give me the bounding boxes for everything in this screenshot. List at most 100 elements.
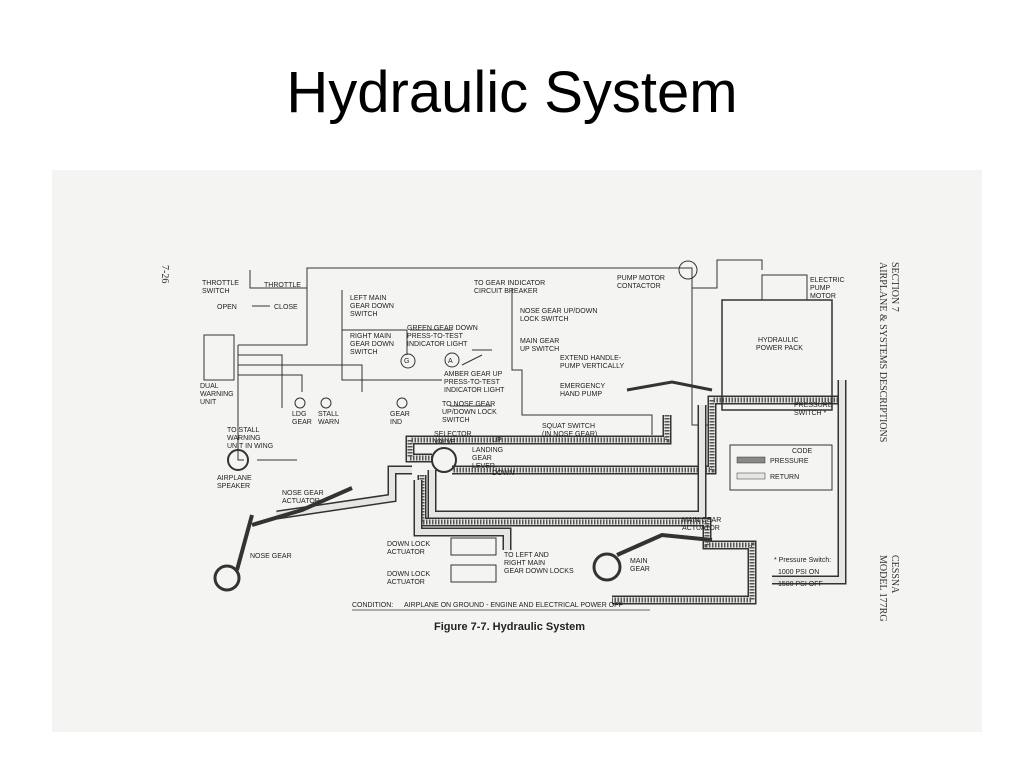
nose-gear-strut	[235, 514, 254, 571]
label-airplane-speaker-2: SPEAKER	[217, 483, 250, 490]
label-left-main-2: GEAR DOWN	[350, 303, 394, 310]
label-up: UP	[492, 437, 502, 444]
airplane-speaker	[227, 449, 249, 471]
label-landing-gear-lever-2: GEAR	[472, 455, 492, 462]
main-gear-wheel	[592, 552, 622, 582]
label-stall-warn-2: WARN	[318, 419, 339, 426]
label-to-gear-indicator-2: CIRCUIT BREAKER	[474, 288, 538, 295]
label-amber-gear-3: INDICATOR LIGHT	[444, 387, 505, 394]
label-main-gear-up-1: MAIN GEAR	[520, 338, 559, 345]
label-close: CLOSE	[274, 304, 298, 311]
label-dual-warning-3: UNIT	[200, 399, 217, 406]
stall-warn-indicator	[320, 397, 332, 409]
label-open: OPEN	[217, 304, 237, 311]
pump-motor-contactor	[678, 260, 698, 280]
pressure-note-2: 1000 PSI ON	[778, 569, 819, 576]
side-make: CESSNA	[889, 555, 900, 594]
label-ldg-gear-1: LDG	[292, 411, 306, 418]
label-down-lock-actuator-2-a: DOWN LOCK	[387, 571, 431, 578]
label-green-gear-1: GREEN GEAR DOWN	[407, 325, 478, 332]
label-amber-gear-1: AMBER GEAR UP	[444, 371, 503, 378]
label-nose-gear: NOSE GEAR	[250, 553, 292, 560]
label-landing-gear-lever-1: LANDING	[472, 447, 503, 454]
ldg-gear-indicator	[294, 397, 306, 409]
label-green-gear-3: INDICATOR LIGHT	[407, 341, 468, 348]
label-to-stall-2: WARNING	[227, 435, 261, 442]
label-to-left-right-1: TO LEFT AND	[504, 552, 549, 559]
label-gear-ind-2: IND	[390, 419, 402, 426]
label-extend-handle-2: PUMP VERTICALLY	[560, 363, 625, 370]
label-squat-switch-1: SQUAT SWITCH	[542, 423, 595, 430]
label-airplane-speaker-1: AIRPLANE	[217, 475, 252, 482]
label-right-main-1: RIGHT MAIN	[350, 333, 391, 340]
label-selector-valve-2: VALVE	[434, 439, 456, 446]
label-down: DOWN	[492, 470, 514, 477]
labels: G A THROTTLE SWITCH THROTTLE OPEN CLOSE …	[200, 275, 845, 633]
label-extend-handle-1: EXTEND HANDLE-	[560, 355, 622, 362]
label-throttle-switch-1: THROTTLE	[202, 280, 239, 287]
electric-pump-motor	[761, 274, 808, 301]
label-down-lock-actuator-1-b: ACTUATOR	[387, 549, 425, 556]
figure-caption: Figure 7-7. Hydraulic System	[434, 621, 585, 633]
slide-title: Hydraulic System	[286, 60, 738, 125]
side-description: AIRPLANE & SYSTEMS DESCRIPTIONS	[877, 262, 888, 442]
label-main-gear-1: MAIN	[630, 558, 648, 565]
label-right-main-3: SWITCH	[350, 349, 378, 356]
down-lock-actuator-1	[450, 537, 497, 556]
label-main-gear-actuator-1: MAIN GEAR	[682, 517, 721, 524]
label-throttle-switch-2: SWITCH	[202, 288, 230, 295]
label-g: G	[404, 358, 409, 365]
nose-gear-actuator	[251, 486, 353, 527]
main-gear-actuator	[616, 532, 713, 557]
components	[203, 260, 833, 611]
label-throttle: THROTTLE	[264, 282, 301, 289]
label-down-lock-actuator-2-b: ACTUATOR	[387, 579, 425, 586]
label-a: A	[448, 358, 453, 365]
diagram-scan: G A THROTTLE SWITCH THROTTLE OPEN CLOSE …	[52, 170, 982, 732]
pressure-note-3: 1500 PSI OFF	[778, 581, 823, 588]
label-landing-gear-lever-3: LEVER	[472, 463, 495, 470]
hydraulic-power-pack	[721, 299, 833, 411]
emergency-hand-pump	[626, 380, 713, 392]
label-to-left-right-3: GEAR DOWN LOCKS	[504, 568, 574, 575]
legend-title: CODE	[792, 448, 813, 455]
label-right-main-2: GEAR DOWN	[350, 341, 394, 348]
label-main-gear-up-2: UP SWITCH	[520, 346, 559, 353]
label-to-nose-gear-3: SWITCH	[442, 417, 470, 424]
label-pressure-switch-2: SWITCH *	[794, 410, 827, 417]
gear-ind-indicator	[396, 397, 408, 409]
label-pressure-switch-1: PRESSURE	[794, 402, 833, 409]
dual-warning-unit	[203, 334, 235, 381]
label-nose-gear-lock-1: NOSE GEAR UP/DOWN	[520, 308, 597, 315]
condition-prefix: CONDITION:	[352, 602, 393, 609]
hydraulic-lines	[276, 380, 847, 605]
side-model: MODEL 177RG	[877, 555, 888, 622]
label-amber-gear-2: PRESS-TO-TEST	[444, 379, 501, 386]
selector-valve	[431, 447, 457, 473]
label-hydraulic-power-pack-1: HYDRAULIC	[758, 337, 798, 344]
side-section: SECTION 7	[889, 262, 900, 312]
label-green-gear-2: PRESS-TO-TEST	[407, 333, 464, 340]
label-pump-motor-contactor-2: CONTACTOR	[617, 283, 661, 290]
label-nose-gear-lock-2: LOCK SWITCH	[520, 316, 569, 323]
label-to-gear-indicator-1: TO GEAR INDICATOR	[474, 280, 545, 287]
legend-return-swatch	[736, 472, 766, 480]
down-lock-actuator-2	[450, 564, 497, 583]
label-dual-warning-2: WARNING	[200, 391, 234, 398]
label-to-left-right-2: RIGHT MAIN	[504, 560, 545, 567]
label-squat-switch-2: (IN NOSE GEAR)	[542, 431, 597, 438]
label-electric-pump-motor-3: MOTOR	[810, 293, 836, 300]
legend-return-label: RETURN	[770, 474, 799, 481]
label-electric-pump-motor-2: PUMP	[810, 285, 831, 292]
pressure-note-1: * Pressure Switch:	[774, 557, 831, 564]
label-selector-valve-1: SELECTOR	[434, 431, 472, 438]
label-main-gear-actuator-2: ACTUATOR	[682, 525, 720, 532]
label-left-main-3: SWITCH	[350, 311, 378, 318]
label-electric-pump-motor-1: ELECTRIC	[810, 277, 845, 284]
label-to-nose-gear-1: TO NOSE GEAR	[442, 401, 495, 408]
legend-pressure-label: PRESSURE	[770, 458, 809, 465]
label-emergency-pump-2: HAND PUMP	[560, 391, 602, 398]
condition-text: AIRPLANE ON GROUND - ENGINE AND ELECTRIC…	[404, 602, 623, 609]
label-gear-ind-1: GEAR	[390, 411, 410, 418]
label-dual-warning-1: DUAL	[200, 383, 219, 390]
